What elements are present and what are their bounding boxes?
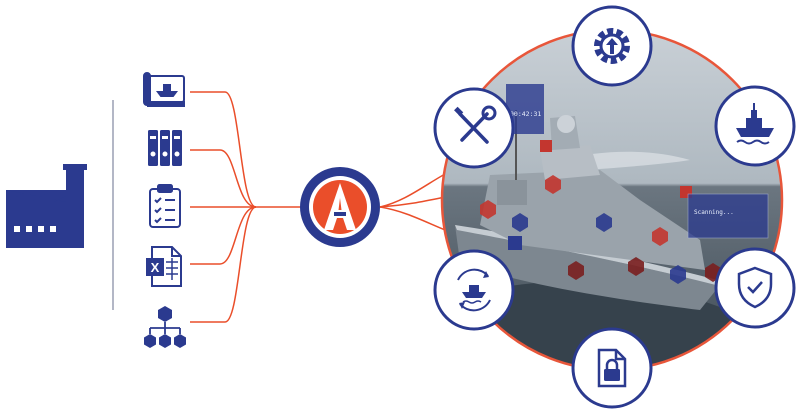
timecode-text: 00:42:31	[510, 110, 541, 118]
checklist-clipboard-icon	[149, 184, 181, 228]
hub-logo	[300, 167, 380, 247]
factory-icon	[6, 164, 87, 248]
status-panel-text: Scanning...	[694, 209, 734, 216]
svg-text:X: X	[151, 260, 160, 275]
excel-spreadsheet-icon: X	[146, 246, 182, 287]
gear-upload-icon	[571, 5, 653, 87]
blueprint-icon	[143, 72, 185, 107]
locked-document-icon	[571, 327, 653, 409]
status-panel: Scanning...	[687, 193, 769, 239]
binders-icon	[148, 130, 182, 166]
hierarchy-cubes-icon	[144, 306, 186, 348]
ship-cycle-icon	[433, 249, 515, 331]
outcome-icon-ring	[433, 5, 796, 409]
source-icon-column: X	[143, 72, 186, 348]
warship-icon	[714, 85, 796, 167]
shield-check-icon	[714, 247, 796, 329]
logo-letter-a-icon	[324, 183, 356, 230]
source-connectors	[190, 91, 302, 323]
maintenance-wrench-screwdriver-icon	[433, 87, 515, 169]
